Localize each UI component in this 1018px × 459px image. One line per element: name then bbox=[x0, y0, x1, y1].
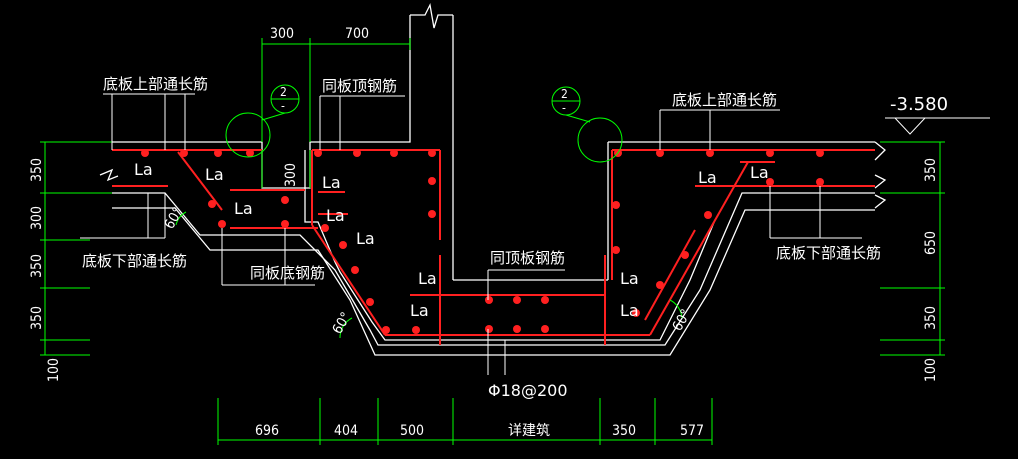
labels: -3.580 300 700 696 404 500 详建筑 350 577 3… bbox=[29, 26, 948, 439]
left-dim-2: 300 bbox=[29, 206, 45, 230]
label-bottom-slab-top-left: 底板上部通长筋 bbox=[103, 75, 208, 93]
la-label: La bbox=[134, 160, 153, 179]
section-num: 2 bbox=[280, 85, 287, 99]
la-label: La bbox=[620, 301, 639, 320]
section-sub: - bbox=[562, 101, 566, 115]
bottom-dim-4: 详建筑 bbox=[508, 423, 550, 439]
label-bottom-slab-bottom-left: 底板下部通长筋 bbox=[82, 252, 187, 270]
right-dim-2: 650 bbox=[923, 231, 939, 255]
level-mark: -3.580 bbox=[890, 94, 948, 115]
top-dim-2: 700 bbox=[345, 26, 369, 42]
la-label: La bbox=[356, 229, 375, 248]
bottom-dim-5: 350 bbox=[612, 423, 636, 439]
right-dim-4: 100 bbox=[923, 358, 939, 382]
la-label: La bbox=[326, 206, 345, 225]
leader-lines bbox=[80, 93, 990, 375]
left-dim-4: 350 bbox=[29, 306, 45, 330]
bottom-dim-6: 577 bbox=[680, 423, 704, 439]
left-dim-5: 100 bbox=[46, 358, 62, 382]
section-sub: - bbox=[281, 99, 285, 113]
bottom-dim-1: 696 bbox=[255, 423, 279, 439]
la-label: La bbox=[322, 173, 341, 192]
angle-label: 60° bbox=[670, 307, 695, 334]
section-num: 2 bbox=[561, 87, 568, 101]
la-label: La bbox=[620, 269, 639, 288]
label-bottom-slab-top-right: 底板上部通长筋 bbox=[672, 91, 777, 109]
bottom-dim-3: 500 bbox=[400, 423, 424, 439]
la-label: La bbox=[750, 163, 769, 182]
bottom-dim-2: 404 bbox=[334, 423, 358, 439]
left-dim-1: 350 bbox=[29, 158, 45, 182]
right-dim-3: 350 bbox=[923, 306, 939, 330]
dimension-lines bbox=[40, 38, 945, 445]
angle-label: 60° bbox=[330, 310, 355, 337]
la-label: La bbox=[698, 168, 717, 187]
rebar-lines bbox=[112, 149, 875, 345]
la-label: La bbox=[234, 199, 253, 218]
label-same-slab-top-upper: 同板顶钢筋 bbox=[322, 77, 397, 95]
rebar-dots bbox=[141, 149, 824, 334]
label-rebar-spec: Φ18@200 bbox=[488, 381, 568, 400]
label-same-slab-bottom: 同板底钢筋 bbox=[250, 264, 325, 282]
la-label: La bbox=[418, 269, 437, 288]
pit-dim: 300 bbox=[283, 163, 299, 187]
la-label: La bbox=[205, 165, 224, 184]
la-label: La bbox=[410, 301, 429, 320]
label-same-slab-top-center: 同顶板钢筋 bbox=[490, 249, 565, 267]
right-dim-1: 350 bbox=[923, 158, 939, 182]
left-dim-3: 350 bbox=[29, 254, 45, 278]
label-bottom-slab-bottom-right: 底板下部通长筋 bbox=[776, 244, 881, 262]
top-dim-1: 300 bbox=[270, 26, 294, 42]
